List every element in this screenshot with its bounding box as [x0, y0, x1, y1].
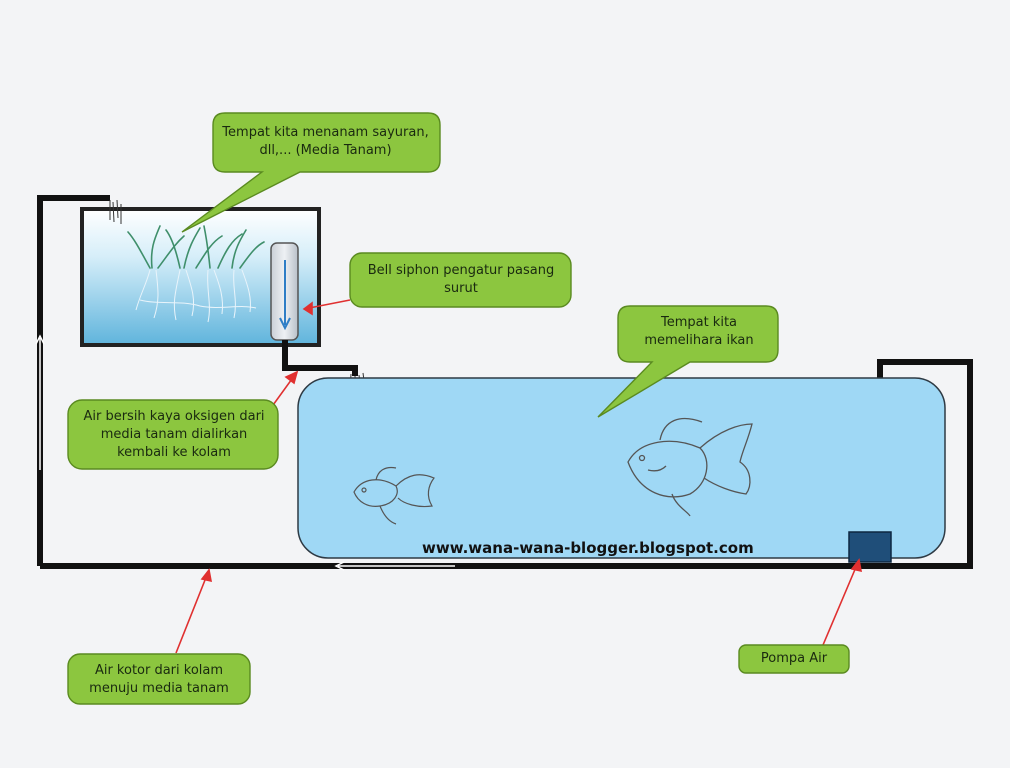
callout-bell-siphon: [349, 252, 572, 308]
website-watermark: www.wana-wana-blogger.blogspot.com: [422, 539, 754, 557]
callout-pompa-air: [738, 644, 850, 674]
callout-air-bersih: [67, 399, 279, 470]
label-air-kotor: Air kotor dari kolam menuju media tanam: [89, 663, 229, 696]
big-fish-icon: [627, 417, 753, 517]
siphon-down-arrow: [279, 260, 291, 331]
water-drip-icon: [109, 199, 122, 224]
label-bell-siphon: Bell siphon pengatur pasang surut: [367, 263, 555, 296]
up-flow-arrow: [35, 334, 45, 470]
callout-air-kotor: [67, 653, 251, 705]
drain-pipe: [282, 340, 358, 376]
plants-icon: [127, 225, 265, 269]
label-air-bersih: Air bersih kaya oksigen dari media tanam…: [83, 409, 265, 460]
water-pump: [848, 531, 892, 563]
label-pompa-air: Pompa Air: [760, 651, 828, 666]
label-media-tanam: Tempat kita menanam sayuran, dll,... (Me…: [222, 125, 429, 158]
label-tempat-ikan: Tempat kita memelihara ikan: [644, 315, 754, 348]
pointer-lines: [175, 299, 863, 654]
callouts: [67, 112, 850, 705]
small-fish-icon: [353, 466, 435, 525]
callout-media-tanam: [181, 112, 441, 233]
roots-icon: [135, 269, 257, 323]
left-flow-arrow: [334, 561, 455, 571]
fish-pond: [297, 377, 946, 559]
callout-tempat-ikan: [597, 305, 779, 418]
